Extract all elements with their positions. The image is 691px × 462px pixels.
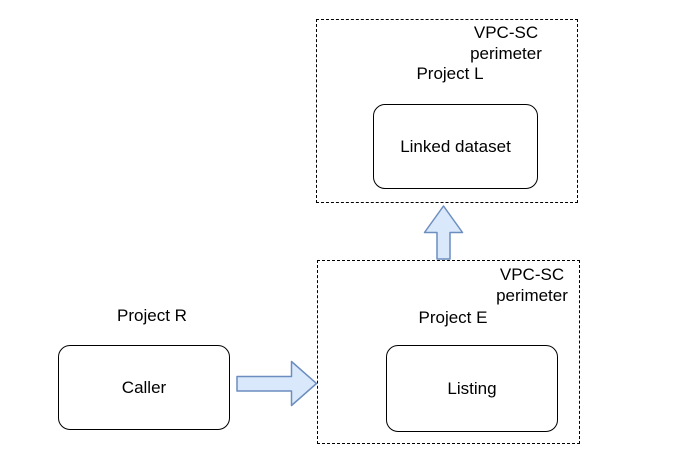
listing-node-label: Listing [447,378,497,398]
linked-dataset-node-label: Linked dataset [400,136,511,156]
listing-node: Listing [386,345,558,432]
vpc-sc-perimeter-top-label: VPC-SC perimeter [470,23,542,63]
linked-dataset-node: Linked dataset [373,104,538,189]
project-l-label: Project L [416,64,484,83]
caller-to-listing-arrow [236,360,318,407]
project-r-label: Project R [117,306,187,325]
vpc-sc-perimeter-bottom: VPC-SC perimeter Project E Listing [317,260,580,444]
vpc-sc-perimeter-bottom-label: VPC-SC perimeter [496,265,568,305]
caller-node-label: Caller [121,377,167,397]
project-e-label: Project E [418,308,488,327]
vpc-sc-perimeter-top: VPC-SC perimeter Project L Linked datase… [316,19,578,203]
caller-node: Caller [58,345,230,430]
listing-to-linked-dataset-arrow [423,205,464,260]
